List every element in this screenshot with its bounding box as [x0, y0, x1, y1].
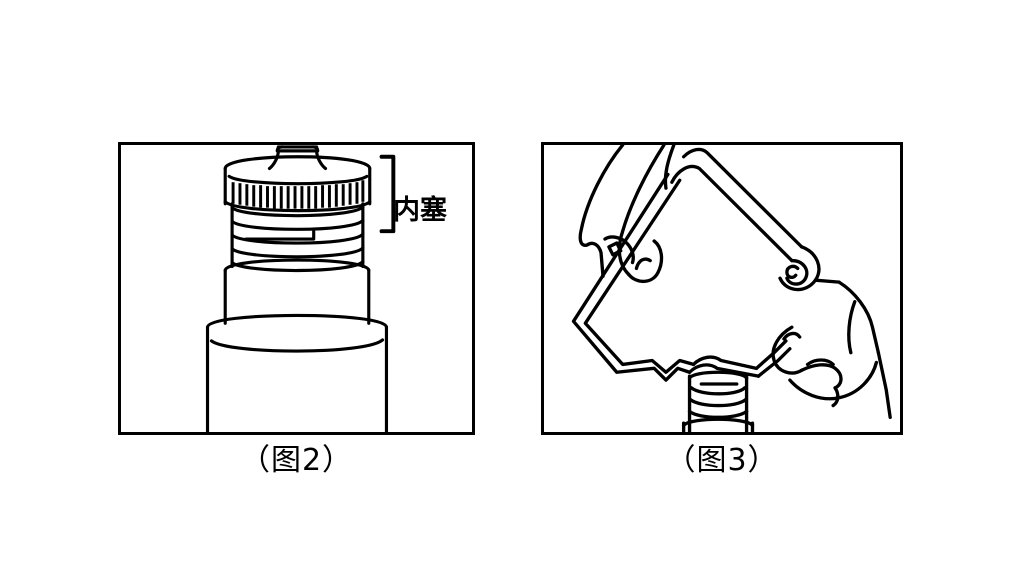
spout-right-flare [315, 149, 328, 171]
thread-ring-3 [230, 232, 365, 245]
fill-bottle-thread-2 [688, 398, 748, 408]
thread-spiral-mark [244, 229, 316, 241]
cap-top-inner-rim [227, 174, 369, 186]
left-hand-index-outer [617, 145, 666, 276]
figure-panel-2 [118, 142, 475, 435]
right-hand-nail [782, 331, 802, 341]
bottle-body-shoulder-curve [209, 338, 385, 353]
left-hand-nail [634, 257, 652, 271]
inner-plug-label: 内塞 [393, 195, 447, 226]
spout-left-flare [267, 149, 280, 171]
right-hand-thumb-tip [831, 386, 840, 408]
pouch-body-outline-inner [583, 178, 696, 374]
right-hand-wrist-top [837, 280, 881, 355]
left-hand-thumb-upper [603, 235, 635, 265]
right-hand-back-crease [847, 300, 857, 355]
spout-corner-right [311, 145, 320, 153]
fill-bottle-thread-1 [689, 386, 747, 396]
pouch-spout-upper [691, 355, 759, 370]
pouch-spout-lower [687, 363, 761, 378]
thread-ring-5 [230, 205, 365, 218]
thread-ring-4 [230, 218, 365, 231]
cap-knurling [231, 180, 365, 209]
thread-ring-1 [230, 259, 365, 273]
bracket-icon [379, 154, 396, 234]
thread-ring-2 [230, 246, 365, 259]
pouch-roll-inner [785, 264, 800, 280]
figure-panel-3 [541, 142, 903, 435]
bottle-cap-illustration [205, 145, 396, 432]
pouch-roll-mid [785, 258, 809, 286]
left-hand-thumb-knuckle [607, 241, 623, 257]
pouch-roll-edge-right [813, 278, 841, 284]
left-hand-wrist-outer [578, 145, 625, 247]
fill-bottle-thread-3 [687, 409, 749, 419]
cap-top-ellipse [223, 155, 372, 171]
left-hand-palm-edge [585, 241, 605, 278]
pouch-tube-top-edge [681, 147, 804, 249]
left-hand-back-crease [663, 145, 676, 190]
pouring-refill-illustration [571, 145, 892, 432]
right-hand-index-loop [771, 325, 804, 375]
spout-corner-left [275, 145, 284, 153]
left-hand-fingertip [626, 239, 664, 284]
figure-2-caption: （图2） [239, 443, 354, 478]
bottle-body-shoulder-top [205, 313, 389, 329]
right-hand-finger-crease [805, 358, 835, 367]
cap-bottom-ellipse [223, 200, 372, 213]
right-hand-forearm-right [876, 350, 892, 419]
pouch-tube-inner-edge [670, 164, 794, 263]
fill-bottle-mouth-top [687, 370, 749, 380]
figure-3-caption: （图3） [665, 443, 779, 478]
fill-bottle-body-top [681, 417, 755, 427]
pouch-body-outline-left [571, 172, 692, 382]
pouch-spout-tail-lower [756, 347, 792, 378]
right-hand-middle-finger [799, 363, 843, 390]
